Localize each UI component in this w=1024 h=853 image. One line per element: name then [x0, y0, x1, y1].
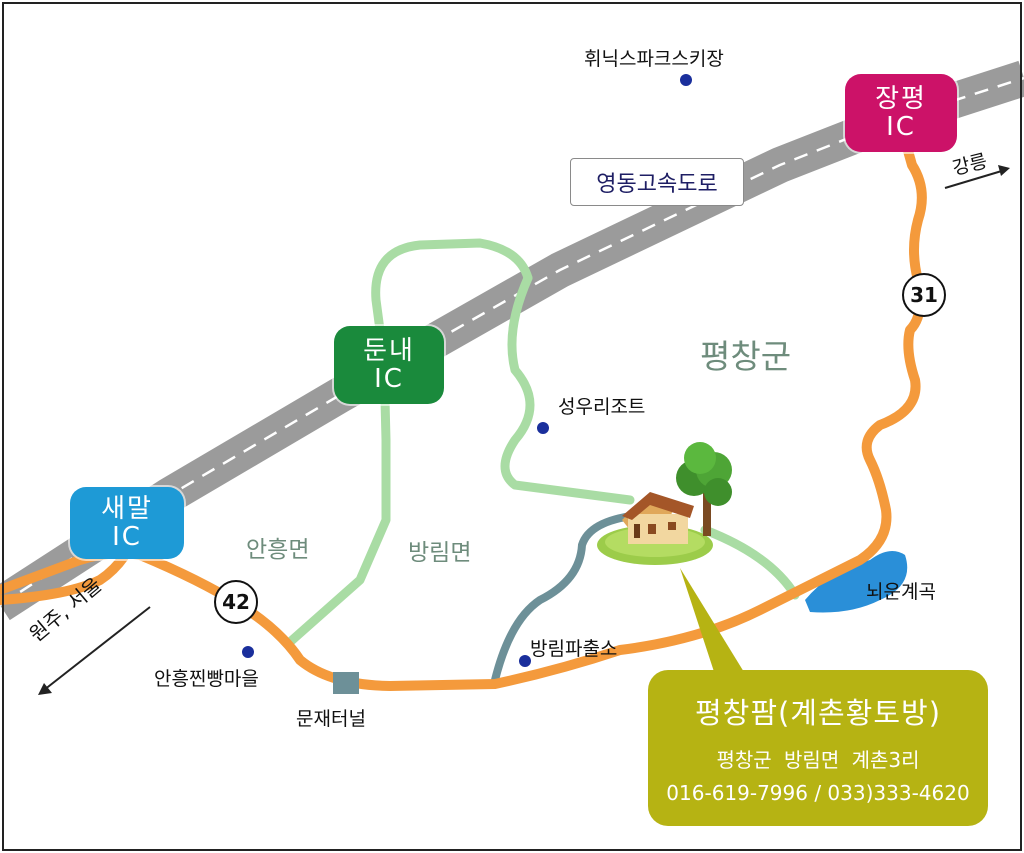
- place-anheung-village: 안흥찐빵마을: [154, 668, 259, 690]
- dunnae-ic-suffix: IC: [374, 364, 404, 394]
- expressway-label-text: 영동고속도로: [596, 172, 718, 197]
- destination-name: 평창팜(계촌황토방): [694, 696, 942, 730]
- dunnae-ic-badge: 둔내 IC: [334, 326, 444, 404]
- local-road-green: [285, 238, 800, 647]
- place-munjae-tunnel: 문재터널: [296, 708, 366, 730]
- poi-dot-sungwoo-resort: [537, 422, 549, 434]
- route-42-number: 42: [222, 590, 250, 614]
- national-road: [0, 135, 927, 691]
- saemal-ic-suffix: IC: [112, 522, 142, 552]
- place-noeun-valley: 뇌운계곡: [866, 581, 936, 603]
- tunnel-marker: [333, 672, 359, 694]
- jangpyeong-ic-name: 장평: [875, 84, 927, 114]
- local-road-teal: [491, 511, 644, 684]
- poi-dot-phoenix-park: [680, 74, 692, 86]
- expressway-label: 영동고속도로: [570, 158, 744, 206]
- county-label: 평창군: [700, 337, 792, 376]
- saemal-ic-name: 새말: [101, 494, 153, 524]
- route-31-shield: 31: [902, 273, 946, 317]
- area-bangnim: 방림면: [408, 540, 472, 566]
- place-phoenix-park: 휘닉스파크스키장: [584, 48, 724, 70]
- area-anheung: 안흥면: [246, 537, 310, 563]
- route-42-shield: 42: [214, 580, 258, 624]
- callout-pointer: [680, 568, 755, 690]
- route-31-number: 31: [910, 283, 938, 307]
- destination-address: 평창군 방림면 계촌3리: [716, 748, 920, 772]
- destination-info-box: 평창팜(계촌황토방) 평창군 방림면 계촌3리 016-619-7996 / 0…: [648, 670, 988, 826]
- valley-water: [805, 551, 908, 613]
- poi-dot-anheung-village: [242, 646, 254, 658]
- farmhouse-icon: [597, 442, 732, 565]
- direction-arrow-wonju-seoul: [38, 606, 151, 695]
- destination-phones: 016-619-7996 / 033)333-4620: [666, 781, 970, 805]
- saemal-ic-badge: 새말 IC: [70, 487, 184, 559]
- place-bangnim-police: 방림파출소: [530, 638, 618, 660]
- poi-dot-bangnim-police: [519, 655, 531, 667]
- dunnae-ic-name: 둔내: [363, 336, 415, 366]
- jangpyeong-ic-badge: 장평 IC: [845, 74, 957, 152]
- place-sungwoo-resort: 성우리조트: [558, 396, 646, 418]
- direction-arrow-gangneung: [944, 165, 1010, 189]
- jangpyeong-ic-suffix: IC: [886, 112, 916, 142]
